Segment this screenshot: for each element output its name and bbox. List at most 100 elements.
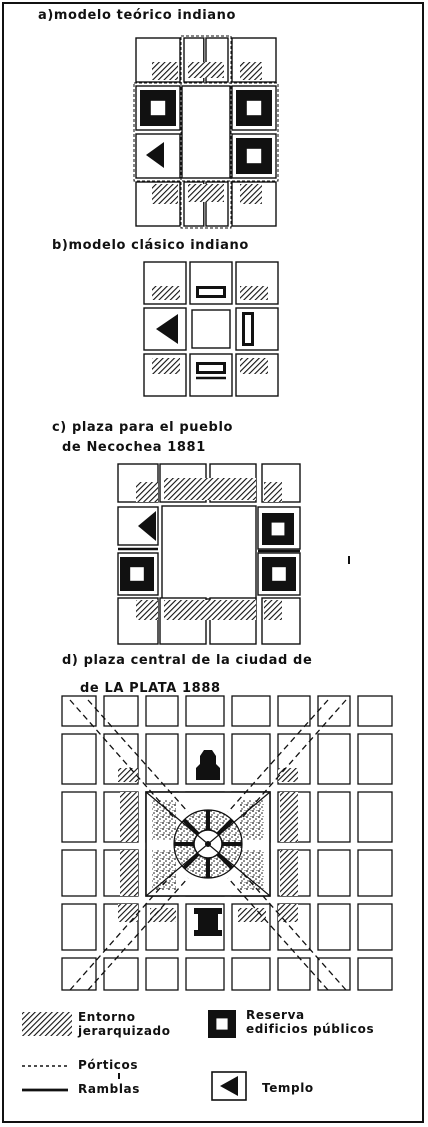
hatch-d-10 <box>238 908 266 922</box>
reserva-b-bottom-inner <box>199 365 223 371</box>
block-d-5-6 <box>317 957 351 991</box>
diagonal-d-3b <box>87 877 189 991</box>
porticos-a <box>133 82 279 182</box>
reserva-a-lr-inner <box>246 148 262 164</box>
block-d-3-0 <box>61 849 97 897</box>
hatch-c-b <box>164 600 256 620</box>
plaza-c <box>161 505 257 600</box>
block-d-0-2 <box>145 695 179 727</box>
legend-entorno-line1: Entorno <box>78 1010 136 1024</box>
block-d-0-0 <box>61 695 97 727</box>
block-d-4-7 <box>357 903 393 951</box>
hatch-b-tl <box>152 286 180 300</box>
plaza-d-border <box>145 791 271 897</box>
block-d-4-6 <box>317 903 351 951</box>
block-d-5-2 <box>145 957 179 991</box>
block-d-5-7 <box>357 957 393 991</box>
block-d-1-7 <box>357 733 393 785</box>
diagonal-d-3 <box>69 869 177 991</box>
block-d-2-6 <box>317 791 351 843</box>
title-d-line2: de LA PLATA 1888 <box>80 681 221 696</box>
block-d-5-3 <box>185 957 225 991</box>
legend-templo-icon <box>220 1076 238 1096</box>
hatch-b-br <box>240 358 268 374</box>
block-d-1-4 <box>231 733 271 785</box>
legend-stray-mark <box>118 1073 120 1079</box>
cathedral-d <box>196 750 220 780</box>
reserva-c-r2-inner <box>272 567 286 581</box>
block-d-4-0 <box>61 903 97 951</box>
block-d-5-1 <box>103 957 139 991</box>
block-b-2-1 <box>189 353 233 397</box>
title-d-line1: d) plaza central de la ciudad de <box>62 653 313 668</box>
block-d-3-6 <box>317 849 351 897</box>
hatch-d-5 <box>120 850 138 896</box>
title-b: b)modelo clásico indiano <box>52 238 249 253</box>
legend-porticos-label: Pórticos <box>78 1058 139 1072</box>
hatch-d-4 <box>280 792 298 842</box>
hatch-b-tr <box>240 286 268 300</box>
diagonal-d-2 <box>239 699 347 821</box>
legend-entorno-line2: jerarquizado <box>78 1024 171 1038</box>
hatch-b-bl <box>152 358 180 374</box>
hatch-d-3 <box>120 792 138 842</box>
block-d-3-7 <box>357 849 393 897</box>
plaza-b <box>191 309 231 349</box>
reserva-c-l2-inner <box>130 567 144 581</box>
reserva-a-mr-inner <box>246 100 262 116</box>
hatch-d-2 <box>278 768 298 782</box>
diagonal-d-1b <box>87 699 189 813</box>
legend-entorno-swatch <box>22 1012 72 1036</box>
legend-reserva-line1: Reserva <box>246 1008 305 1022</box>
hatch-c-t <box>164 478 256 500</box>
hatch-d-9 <box>150 908 176 922</box>
plan-d-group <box>61 695 393 991</box>
hatch-a-bc <box>188 184 224 202</box>
title-c-line1: c) plaza para el pueblo <box>52 420 234 435</box>
legend-reserva-line2: edificios públicos <box>246 1022 375 1036</box>
block-d-1-0 <box>61 733 97 785</box>
block-d-0-5 <box>277 695 311 727</box>
block-d-0-4 <box>231 695 271 727</box>
hatch-d-7 <box>118 904 138 922</box>
title-c-line2: de Necochea 1881 <box>62 440 206 455</box>
block-d-5-5 <box>277 957 311 991</box>
hatch-a-bl <box>152 184 178 204</box>
diagonal-d-4b <box>227 877 329 991</box>
hatch-c-bl <box>136 600 158 620</box>
hatch-a-tr <box>240 62 262 80</box>
plaza-a <box>181 85 231 179</box>
hatch-d-8 <box>278 904 298 922</box>
block-d-1-6 <box>317 733 351 785</box>
legend-reserva-swatch-inner <box>216 1018 228 1030</box>
hatch-d-6 <box>280 850 298 896</box>
hatch-c-br <box>264 600 282 620</box>
reserva-c-r1-inner <box>271 522 285 536</box>
templo-c <box>138 511 156 541</box>
hatch-d-1 <box>118 768 138 782</box>
block-d-0-1 <box>103 695 139 727</box>
templo-b <box>156 314 178 344</box>
stray-mark <box>348 556 350 564</box>
hatch-a-tc <box>188 62 224 78</box>
templo-a <box>146 142 164 168</box>
hatch-c-tr <box>264 482 282 502</box>
hatch-c-tl <box>136 482 158 502</box>
block-d-5-0 <box>61 957 97 991</box>
hatch-a-br <box>240 184 262 204</box>
diagonal-d-2b <box>227 699 329 813</box>
reserva-b-right-inner <box>245 315 251 343</box>
block-d-2-0 <box>61 791 97 843</box>
government-house-d <box>194 908 222 936</box>
block-d-0-7 <box>357 695 393 727</box>
hatch-a-tl <box>152 62 178 80</box>
block-d-0-3 <box>185 695 225 727</box>
reserva-b-top-inner <box>199 289 223 295</box>
block-d-1-2 <box>145 733 179 785</box>
block-d-5-4 <box>231 957 271 991</box>
diagonal-d-4 <box>239 869 347 991</box>
legend-templo-label: Templo <box>262 1081 314 1095</box>
block-d-2-7 <box>357 791 393 843</box>
